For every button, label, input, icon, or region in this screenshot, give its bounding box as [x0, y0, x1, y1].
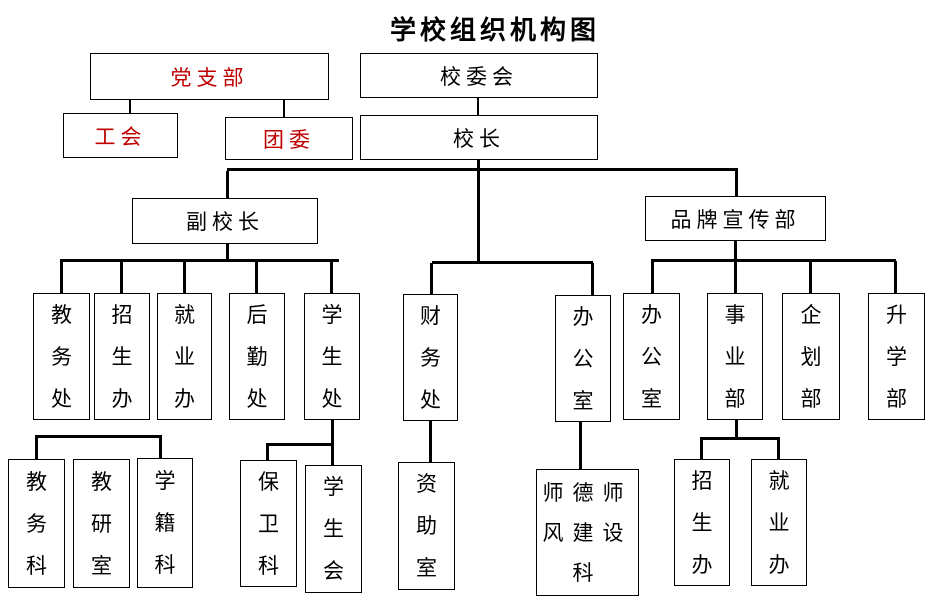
connector-line — [591, 263, 594, 296]
org-node-school-committee: 校委会 — [360, 53, 598, 98]
connector-line — [330, 262, 333, 293]
connector-line — [255, 262, 258, 293]
org-node-teacher-ethics-section: 师德师风建设科 — [536, 469, 639, 596]
org-node-label: 教研室 — [91, 469, 112, 578]
connector-line — [894, 261, 897, 293]
org-node-label: 招生办 — [111, 302, 133, 411]
connector-line — [226, 171, 229, 198]
connector-line — [120, 262, 123, 293]
connector-line — [226, 244, 229, 261]
org-node-further-education-dept: 升学部 — [868, 293, 925, 420]
connector-line — [735, 171, 738, 196]
org-node-label: 事业部 — [724, 302, 746, 411]
org-node-label: 保卫科 — [258, 469, 279, 578]
org-node-teaching-research-office: 教研室 — [73, 459, 130, 588]
connector-line — [777, 439, 780, 459]
org-node-label: 就业办 — [174, 302, 195, 411]
connector-line — [60, 259, 339, 262]
org-node-principal: 校长 — [360, 115, 598, 160]
org-node-label: 就业办 — [768, 468, 790, 577]
connector-line — [477, 98, 479, 115]
connector-line — [159, 437, 162, 458]
org-node-label: 财务处 — [420, 303, 441, 412]
org-node-label: 招生办 — [691, 468, 713, 577]
connector-line — [651, 259, 896, 262]
org-node-label: 教务处 — [51, 302, 72, 411]
org-node-student-records-section: 学籍科 — [137, 458, 193, 588]
org-node-general-office-1: 办公室 — [555, 295, 611, 422]
org-node-admissions-office-2: 招生办 — [674, 459, 730, 586]
org-node-label: 学籍科 — [154, 469, 176, 577]
connector-line — [579, 422, 582, 469]
connector-line — [700, 437, 780, 440]
connector-line — [183, 262, 186, 293]
org-node-employment-office: 就业办 — [157, 293, 212, 420]
org-node-academic-affairs-office: 教务处 — [33, 293, 90, 420]
connector-line — [35, 435, 162, 438]
connector-line — [734, 261, 737, 293]
org-node-academic-affairs-section: 教务科 — [8, 459, 65, 588]
org-node-label: 师德师风建设科 — [542, 480, 633, 585]
org-node-general-office-2: 办公室 — [623, 293, 680, 420]
connector-line — [432, 261, 593, 264]
connector-line — [283, 98, 285, 117]
org-node-employment-office-2: 就业办 — [751, 459, 807, 586]
org-node-brand-publicity-dept: 品牌宣传部 — [645, 196, 826, 241]
connector-line — [477, 160, 480, 263]
connector-line — [735, 420, 738, 439]
connector-line — [331, 420, 334, 465]
org-node-label: 办公室 — [572, 304, 594, 413]
org-node-label: 学生处 — [321, 302, 343, 411]
org-node-logistics-office: 后勤处 — [229, 293, 285, 420]
org-node-label: 团委 — [263, 127, 315, 152]
org-node-label: 品牌宣传部 — [670, 207, 801, 232]
org-node-label: 教务科 — [26, 469, 47, 578]
org-node-youth-league: 团委 — [225, 117, 353, 160]
org-node-label: 副校长 — [186, 210, 264, 234]
org-node-student-affairs-office: 学生处 — [304, 293, 360, 420]
org-node-label: 党支部 — [170, 65, 249, 90]
connector-line — [700, 439, 703, 459]
connector-line — [651, 261, 654, 293]
page-title: 学校组织机构图 — [390, 16, 601, 45]
org-node-label: 校长 — [453, 126, 505, 151]
connector-line — [227, 168, 738, 171]
org-node-planning-dept: 企划部 — [782, 293, 840, 420]
connector-line — [430, 263, 433, 294]
org-node-label: 企划部 — [800, 302, 822, 411]
org-node-label: 工会 — [94, 124, 147, 149]
org-node-financial-aid-office: 资助室 — [398, 462, 455, 590]
connector-line — [266, 443, 333, 446]
org-node-label: 资助室 — [416, 472, 437, 580]
connector-line — [35, 437, 38, 459]
connector-line — [809, 261, 812, 293]
org-node-student-union: 学生会 — [305, 465, 362, 593]
org-node-label: 升学部 — [886, 302, 907, 411]
org-node-admissions-office: 招生办 — [94, 293, 150, 420]
org-node-security-section: 保卫科 — [240, 460, 297, 587]
org-node-label: 后勤处 — [246, 302, 268, 411]
org-node-business-dept: 事业部 — [707, 293, 763, 420]
org-node-labor-union: 工会 — [63, 113, 178, 158]
connector-line — [429, 421, 432, 462]
connector-line — [129, 100, 131, 113]
org-node-label: 校委会 — [440, 64, 518, 89]
connector-line — [266, 445, 269, 460]
org-node-finance-office: 财务处 — [403, 294, 458, 421]
org-node-party-branch: 党支部 — [90, 53, 329, 100]
org-node-vice-principal: 副校长 — [132, 198, 318, 244]
org-node-label: 办公室 — [641, 302, 662, 411]
connector-line — [60, 262, 63, 293]
org-node-label: 学生会 — [323, 475, 344, 583]
connector-line — [734, 241, 737, 262]
